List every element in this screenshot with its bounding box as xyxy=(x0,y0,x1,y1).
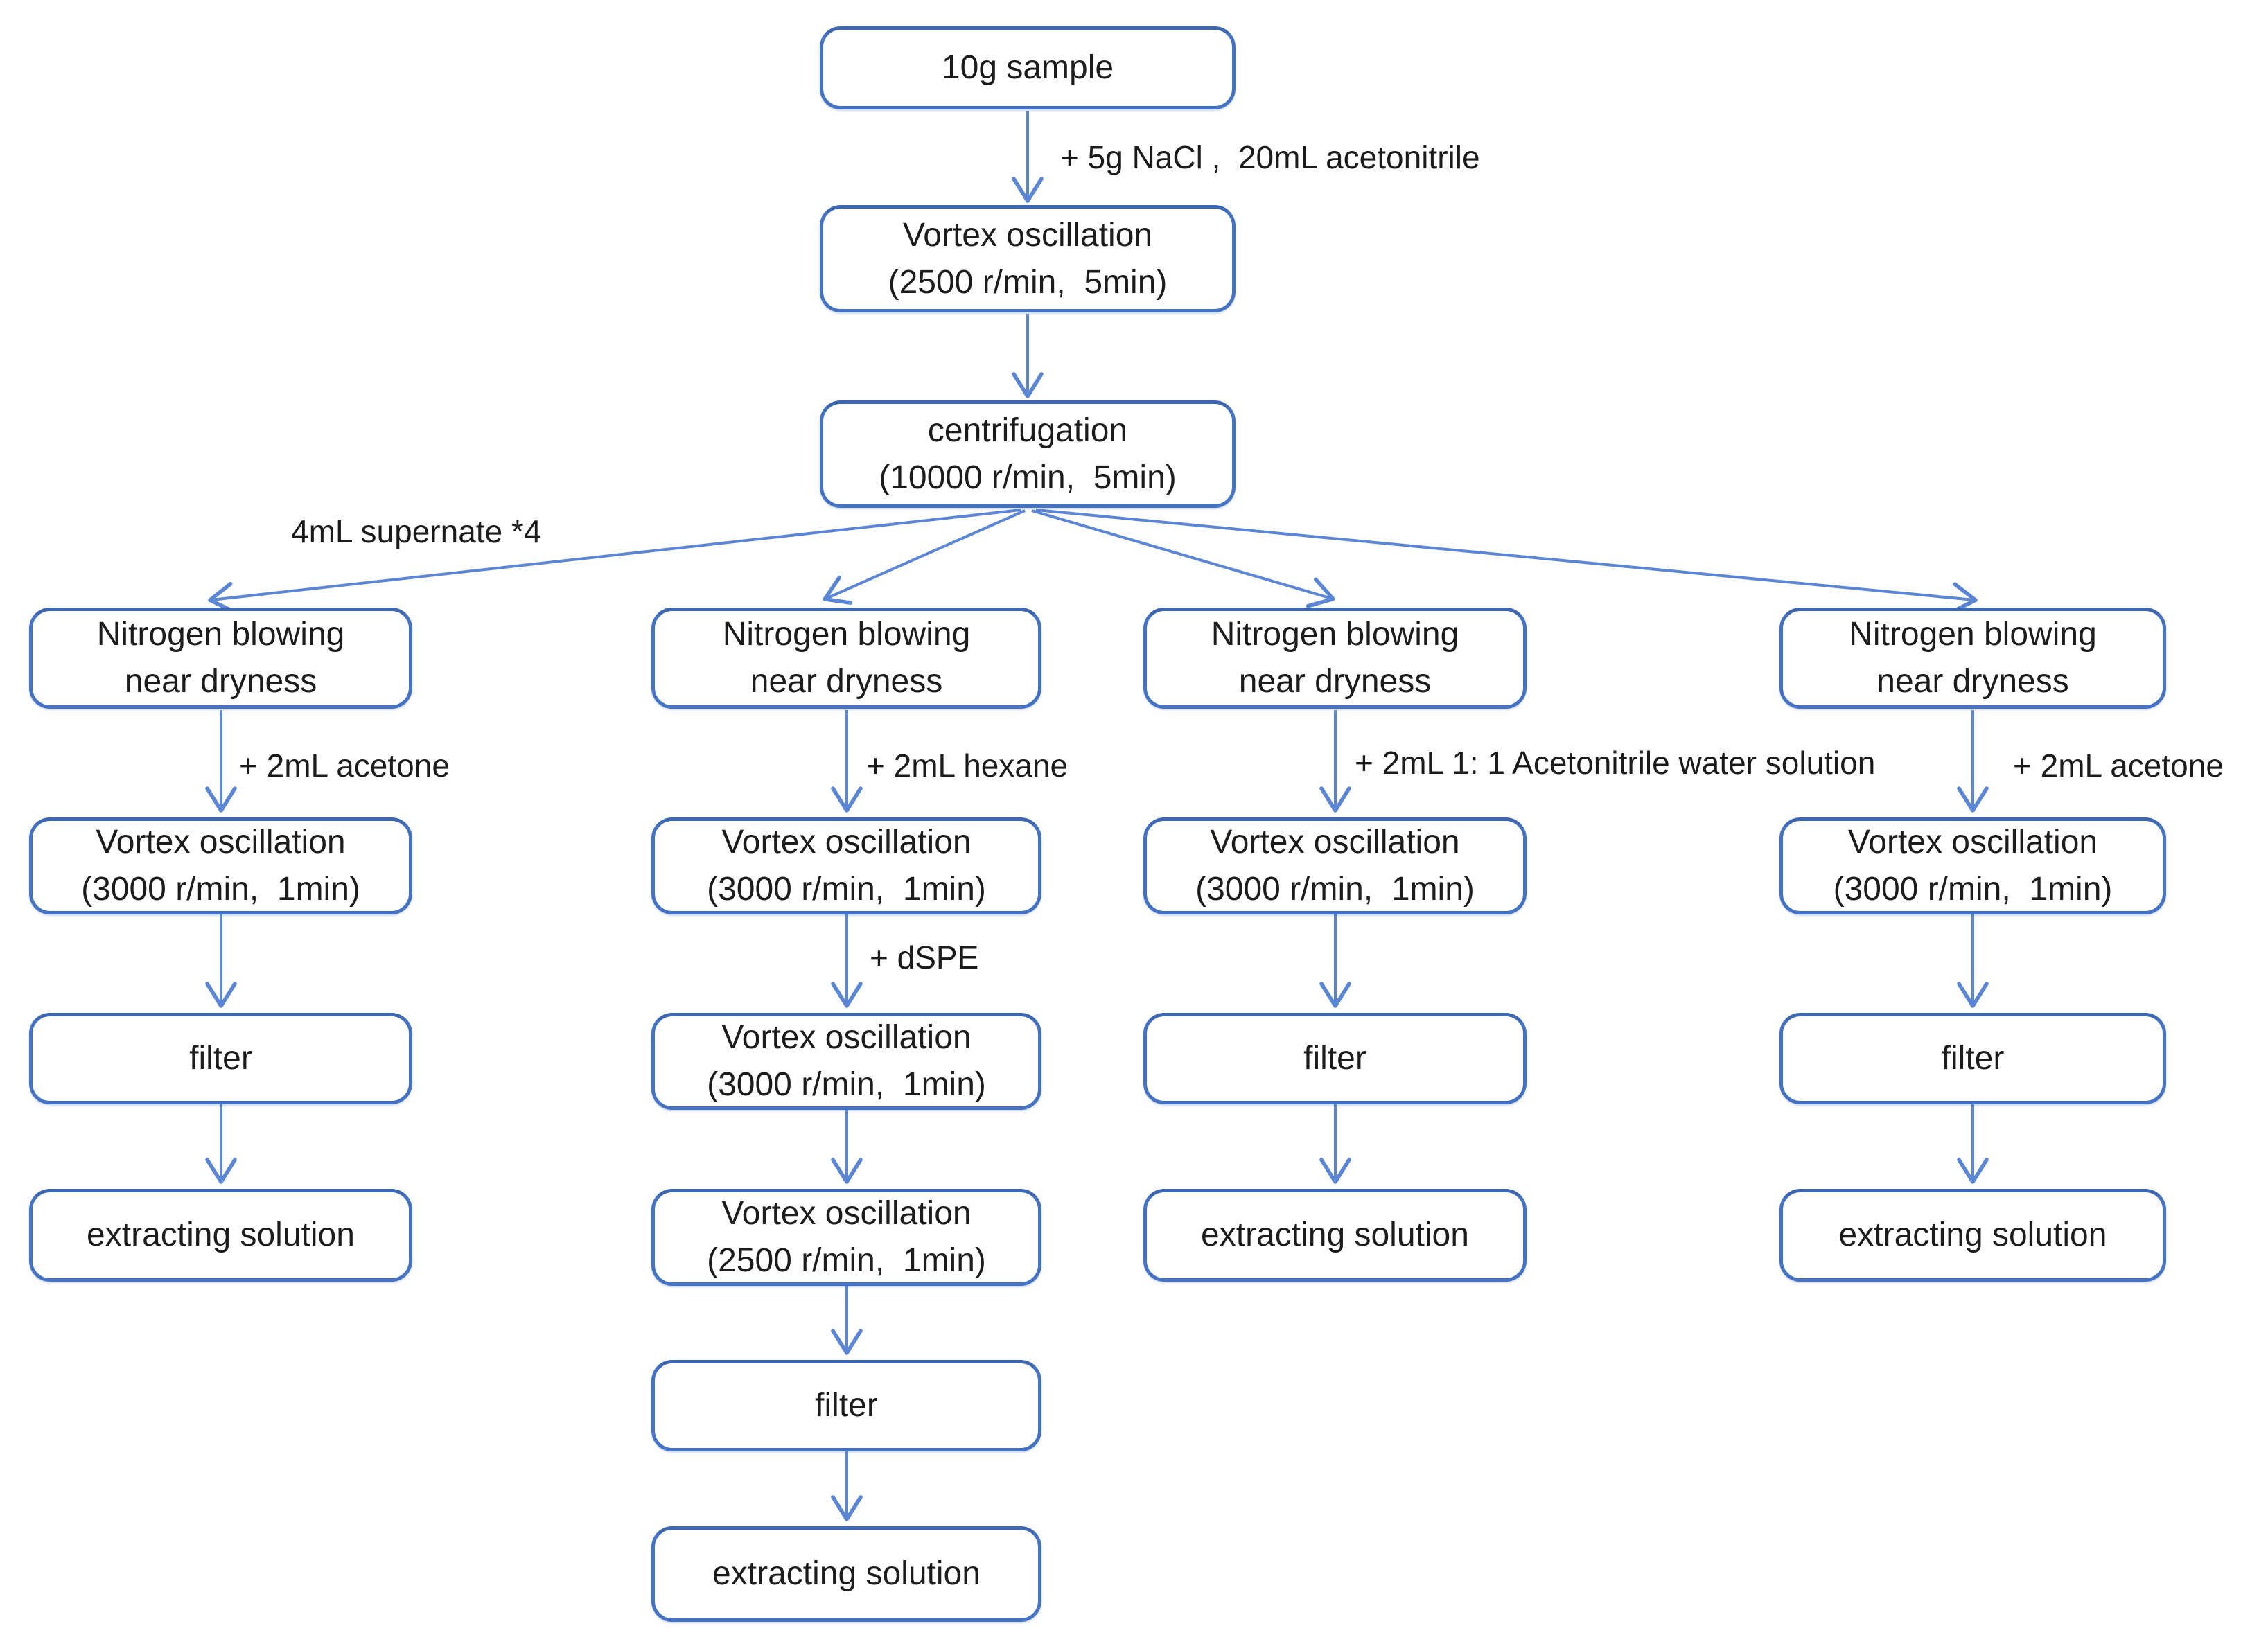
flow-box-vortex-2a: Vortex oscillation (3000 r/min, 1min) xyxy=(651,817,1041,914)
flow-box-sample: 10g sample xyxy=(820,26,1236,109)
label-reagent-branch-2: + 2mL hexane xyxy=(866,748,1069,784)
flow-box-filter-3: filter xyxy=(1143,1013,1527,1104)
flow-box-nitrogen-blowing-3: Nitrogen blowing near dryness xyxy=(1143,608,1527,709)
flow-box-filter-1: filter xyxy=(29,1013,412,1104)
flow-box-vortex-2b: Vortex oscillation (3000 r/min, 1min) xyxy=(651,1013,1041,1110)
flow-box-extracting-solution-1: extracting solution xyxy=(29,1189,412,1282)
flow-box-extracting-solution-4: extracting solution xyxy=(1779,1189,2166,1282)
flow-box-vortex-2c: Vortex oscillation (2500 r/min, 1min) xyxy=(651,1189,1041,1286)
flow-box-vortex-4: Vortex oscillation (3000 r/min, 1min) xyxy=(1779,817,2166,914)
flow-box-vortex-1: Vortex oscillation (3000 r/min, 1min) xyxy=(29,817,412,914)
flow-box-extracting-solution-2: extracting solution xyxy=(651,1526,1041,1622)
flow-box-vortex-initial: Vortex oscillation (2500 r/min, 5min) xyxy=(820,205,1236,312)
flow-box-centrifugation: centrifugation (10000 r/min, 5min) xyxy=(820,400,1236,508)
flow-box-nitrogen-blowing-1: Nitrogen blowing near dryness xyxy=(29,608,412,709)
flow-box-nitrogen-blowing-2: Nitrogen blowing near dryness xyxy=(651,608,1041,709)
label-supernate: 4mL supernate *4 xyxy=(291,513,542,549)
flow-box-filter-4: filter xyxy=(1779,1013,2166,1104)
flow-box-nitrogen-blowing-4: Nitrogen blowing near dryness xyxy=(1779,608,2166,709)
label-add-nacl-acetonitrile: + 5g NaCl , 20mL acetonitrile xyxy=(1060,139,1480,175)
label-reagent-branch-4: + 2mL acetone xyxy=(2013,748,2224,784)
label-dspe: + dSPE xyxy=(870,939,979,975)
flow-box-vortex-3: Vortex oscillation (3000 r/min, 1min) xyxy=(1143,817,1527,914)
flow-box-extracting-solution-3: extracting solution xyxy=(1143,1189,1527,1282)
flow-box-filter-2: filter xyxy=(651,1360,1041,1451)
label-reagent-branch-3: + 2mL 1: 1 Acetonitrile water solution xyxy=(1355,745,1876,781)
label-reagent-branch-1: + 2mL acetone xyxy=(239,748,450,784)
